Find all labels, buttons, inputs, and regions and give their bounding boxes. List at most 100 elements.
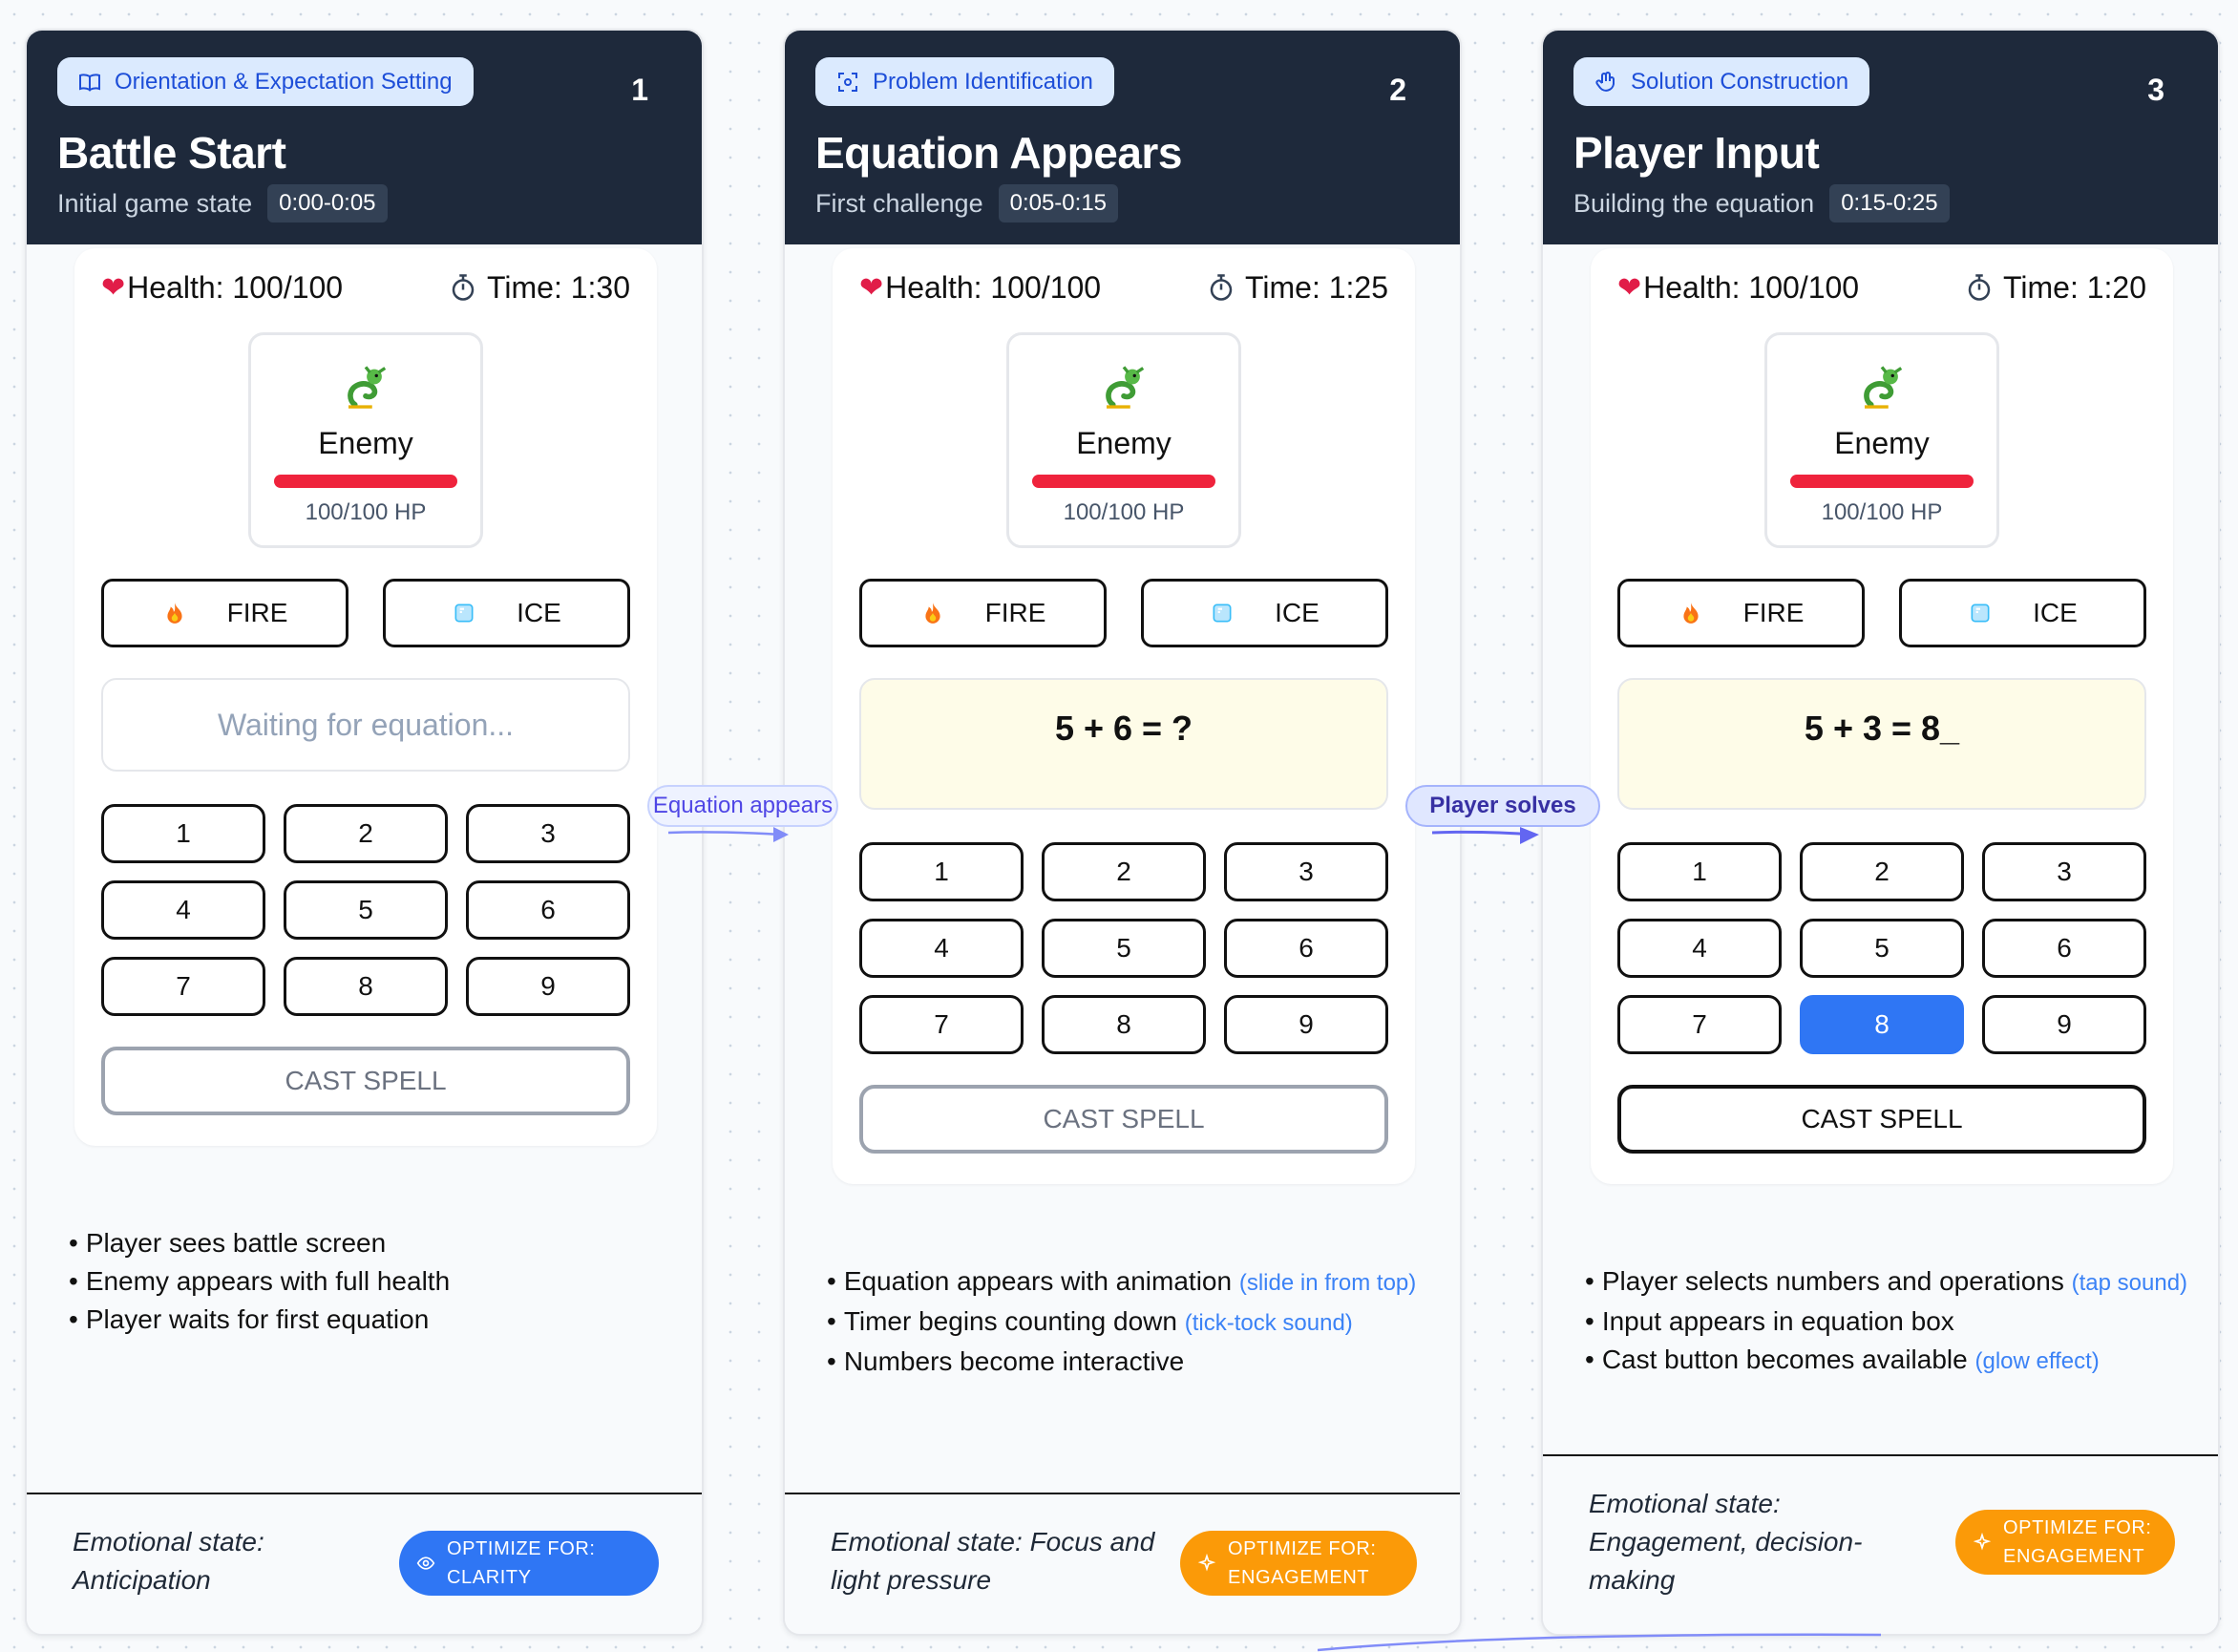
fire-button[interactable]: FIRE xyxy=(1617,579,1865,647)
key-4[interactable]: 4 xyxy=(859,919,1024,978)
note-text: Player sees battle screen xyxy=(85,1228,387,1258)
emotion-value: Engagement, decision-making xyxy=(1589,1527,1863,1595)
stage-notes: •Player selects numbers and operations (… xyxy=(1585,1262,2189,1381)
step-number: 1 xyxy=(631,73,648,107)
note-text: Player waits for first equation xyxy=(85,1304,430,1334)
cast-spell-button[interactable]: CAST SPELL xyxy=(1617,1085,2146,1154)
key-3[interactable]: 3 xyxy=(466,804,630,863)
fire-label: FIRE xyxy=(1742,598,1805,627)
note-text: Timer begins counting down xyxy=(843,1306,1177,1336)
enemy-hp-text: 100/100 HP xyxy=(1821,499,1943,525)
key-7[interactable]: 7 xyxy=(1617,995,1782,1054)
optimize-label: OPTIMIZE FOR: xyxy=(447,1538,596,1559)
key-2[interactable]: 2 xyxy=(1042,842,1206,901)
step-number: 2 xyxy=(1389,73,1406,107)
enemy-hp-text: 100/100 HP xyxy=(305,499,427,525)
optimize-badge: OPTIMIZE FOR: ENGAGEMENT xyxy=(1180,1531,1417,1596)
optimize-target: ENGAGEMENT xyxy=(1228,1567,1370,1588)
connector-label: Player solves xyxy=(1405,785,1600,827)
enemy-hp-bar xyxy=(1790,475,1974,488)
stage-label: Orientation & Expectation Setting xyxy=(115,68,453,95)
note-item: •Player selects numbers and operations (… xyxy=(1585,1266,2188,1296)
note-text: Input appears in equation box xyxy=(1601,1306,1954,1336)
equation-box: 5 + 6 = ? xyxy=(859,678,1388,810)
key-1[interactable]: 1 xyxy=(1617,842,1782,901)
key-6[interactable]: 6 xyxy=(1224,919,1388,978)
key-8-selected[interactable]: 8 xyxy=(1800,995,1964,1054)
cast-spell-button[interactable]: CAST SPELL xyxy=(101,1047,630,1115)
stage-subtitle: Initial game state xyxy=(57,188,253,218)
ice-button[interactable]: ICE xyxy=(383,579,630,647)
emotional-state: Emotional state: Engagement, decision-ma… xyxy=(1589,1485,1904,1599)
key-6[interactable]: 6 xyxy=(466,880,630,940)
stage-notes: •Equation appears with animation (slide … xyxy=(827,1262,1431,1381)
ice-button[interactable]: ICE xyxy=(1141,579,1388,647)
key-2[interactable]: 2 xyxy=(1800,842,1964,901)
emotion-label: Emotional state: xyxy=(1589,1489,1781,1518)
key-9[interactable]: 9 xyxy=(466,957,630,1016)
battle-timer: Time: 1:30 xyxy=(487,269,630,305)
fire-button[interactable]: FIRE xyxy=(859,579,1107,647)
key-7[interactable]: 7 xyxy=(859,995,1024,1054)
key-5[interactable]: 5 xyxy=(1042,919,1206,978)
key-8[interactable]: 8 xyxy=(1042,995,1206,1054)
enemy-name: Enemy xyxy=(1076,426,1172,460)
optimize-target: ENGAGEMENT xyxy=(2003,1546,2145,1567)
equation-box: Waiting for equation... xyxy=(101,678,630,772)
note-item: •Numbers become interactive xyxy=(827,1346,1185,1376)
optimize-label: OPTIMIZE FOR: xyxy=(1228,1538,1377,1559)
game-screen-mockup: ❤ Health: 100/100 Time: 1:20 Enemy 100/1… xyxy=(1591,248,2173,1184)
note-text: Numbers become interactive xyxy=(843,1346,1185,1376)
flow-arrow-2 xyxy=(1431,827,1539,844)
key-3[interactable]: 3 xyxy=(1982,842,2146,901)
note-text: Enemy appears with full health xyxy=(85,1266,451,1296)
note-item: •Enemy appears with full health xyxy=(69,1266,451,1296)
stage-title: Player Input xyxy=(1573,128,1820,178)
stage-footer: Emotional state: Engagement, decision-ma… xyxy=(1543,1454,2218,1634)
key-7[interactable]: 7 xyxy=(101,957,265,1016)
key-5[interactable]: 5 xyxy=(1800,919,1964,978)
enemy-hp-text: 100/100 HP xyxy=(1063,499,1185,525)
flow-arrow-3 xyxy=(1318,1633,1882,1652)
sparkle-icon xyxy=(1973,1533,1992,1551)
flow-arrow-1 xyxy=(667,827,789,842)
key-2[interactable]: 2 xyxy=(284,804,448,863)
fire-button[interactable]: FIRE xyxy=(101,579,348,647)
book-icon xyxy=(79,73,100,92)
key-3[interactable]: 3 xyxy=(1224,842,1388,901)
key-1[interactable]: 1 xyxy=(101,804,265,863)
note-text: Player selects numbers and operations xyxy=(1601,1266,2064,1296)
fire-icon xyxy=(167,603,182,624)
hand-icon xyxy=(1595,71,1615,92)
eye-icon xyxy=(416,1557,435,1570)
stage-notes: •Player sees battle screen •Enemy appear… xyxy=(69,1224,673,1339)
note-item: •Timer begins counting down (tick-tock s… xyxy=(827,1306,1353,1336)
focus-icon xyxy=(838,72,857,92)
time-range-badge: 0:05-0:15 xyxy=(998,184,1119,222)
game-screen-mockup: ❤ Health: 100/100 Time: 1:30 Enemy 100/1… xyxy=(74,248,657,1146)
key-8[interactable]: 8 xyxy=(284,957,448,1016)
status-bar: ❤ Health: 100/100 Time: 1:30 xyxy=(101,248,630,327)
ice-icon xyxy=(1213,604,1232,623)
key-9[interactable]: 9 xyxy=(1982,995,2146,1054)
fire-label: FIRE xyxy=(226,598,288,627)
cast-spell-button[interactable]: CAST SPELL xyxy=(859,1085,1388,1154)
step-number: 3 xyxy=(2147,73,2164,107)
stage-pill: Solution Construction xyxy=(1573,57,1870,106)
key-5[interactable]: 5 xyxy=(284,880,448,940)
stage-header: Orientation & Expectation Setting 1 Batt… xyxy=(27,31,702,244)
stage-pill: Problem Identification xyxy=(815,57,1114,106)
key-4[interactable]: 4 xyxy=(101,880,265,940)
key-6[interactable]: 6 xyxy=(1982,919,2146,978)
fire-icon xyxy=(925,603,940,624)
ice-button[interactable]: ICE xyxy=(1899,579,2146,647)
key-1[interactable]: 1 xyxy=(859,842,1024,901)
enemy-name: Enemy xyxy=(1834,426,1930,460)
note-hint: (glow effect) xyxy=(1974,1348,2100,1374)
ice-icon xyxy=(1971,604,1990,623)
emotion-label: Emotional state: xyxy=(73,1527,264,1557)
key-9[interactable]: 9 xyxy=(1224,995,1388,1054)
note-hint: (tick-tock sound) xyxy=(1184,1310,1353,1336)
stage-label: Problem Identification xyxy=(873,68,1093,95)
key-4[interactable]: 4 xyxy=(1617,919,1782,978)
